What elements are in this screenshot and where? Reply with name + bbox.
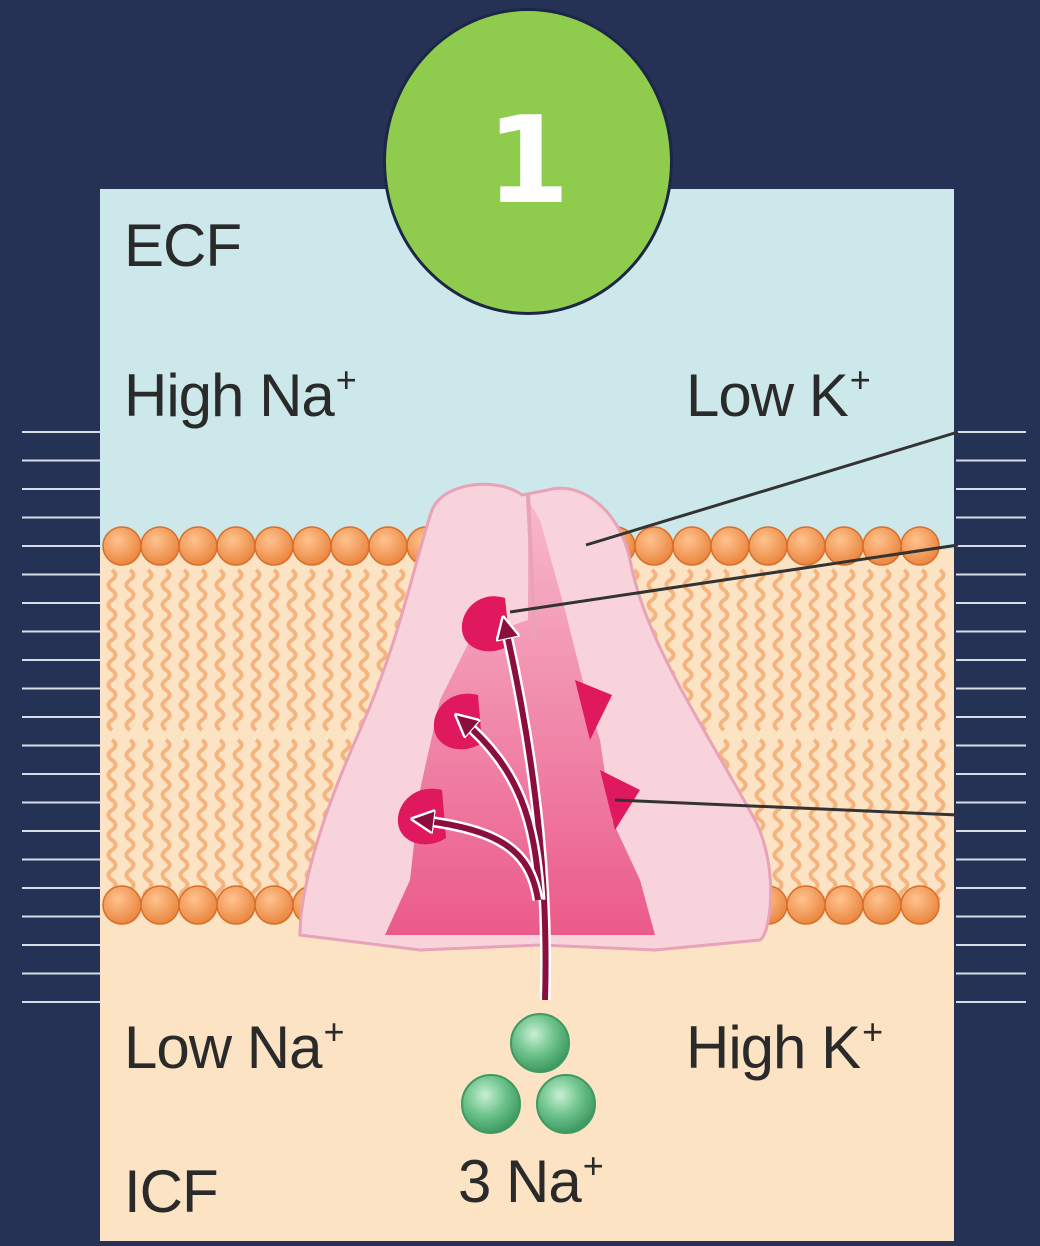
phospholipid-head xyxy=(331,527,369,565)
phospholipid-head xyxy=(179,886,217,924)
phospholipid-head xyxy=(711,527,749,565)
phospholipid-head xyxy=(179,527,217,565)
na-ion xyxy=(462,1075,520,1133)
phospholipid-head xyxy=(369,527,407,565)
high-k-label: High K+ xyxy=(686,1018,882,1078)
na-ion xyxy=(537,1075,595,1133)
phospholipid-head xyxy=(863,886,901,924)
phospholipid-head xyxy=(255,886,293,924)
phospholipid-head xyxy=(787,527,825,565)
high-na-label: High Na+ xyxy=(124,366,356,426)
phospholipid-head xyxy=(749,527,787,565)
phospholipid-head xyxy=(825,886,863,924)
phospholipid-head xyxy=(103,886,141,924)
phospholipid-head xyxy=(635,527,673,565)
phospholipid-head xyxy=(901,527,939,565)
step-number: 1 xyxy=(486,102,570,222)
phospholipid-head xyxy=(217,527,255,565)
step-number-badge: 1 xyxy=(383,8,673,315)
low-na-label: Low Na+ xyxy=(124,1018,343,1078)
three-na-label: 3 Na+ xyxy=(458,1152,603,1212)
phospholipid-head xyxy=(141,527,179,565)
phospholipid-head xyxy=(255,527,293,565)
na-ion xyxy=(511,1014,569,1072)
phospholipid-head xyxy=(293,527,331,565)
phospholipid-head xyxy=(141,886,179,924)
phospholipid-head xyxy=(901,886,939,924)
phospholipid-head xyxy=(217,886,255,924)
phospholipid-head xyxy=(103,527,141,565)
ecf-label: ECF xyxy=(124,216,241,276)
icf-label: ICF xyxy=(124,1162,218,1222)
phospholipid-head xyxy=(673,527,711,565)
phospholipid-head xyxy=(787,886,825,924)
low-k-label: Low K+ xyxy=(686,366,870,426)
